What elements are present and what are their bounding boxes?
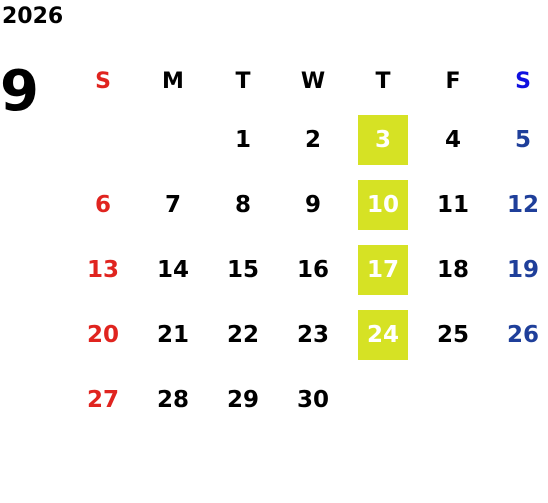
day-cell: [348, 367, 418, 432]
day-number: 17: [366, 256, 399, 283]
day-cell: [68, 107, 138, 172]
day-number: 12: [506, 191, 539, 218]
day-number: 27: [86, 386, 119, 413]
day-cell[interactable]: 12: [488, 172, 548, 237]
day-cell[interactable]: 5: [488, 107, 548, 172]
weekday-header-sunday: S: [95, 68, 111, 94]
day-number: 10: [366, 191, 399, 218]
day-number: 28: [156, 386, 189, 413]
day-cell[interactable]: 10: [348, 172, 418, 237]
month-number: 9: [0, 59, 39, 124]
day-cell[interactable]: 26: [488, 302, 548, 367]
day-number: 20: [86, 321, 119, 348]
day-cell[interactable]: 7: [138, 172, 208, 237]
day-number: 7: [164, 191, 181, 218]
weekday-header-saturday: S: [515, 68, 531, 94]
day-cell: [488, 367, 548, 432]
day-cell[interactable]: 24: [348, 302, 418, 367]
day-cell[interactable]: 4: [418, 107, 488, 172]
day-number: 14: [156, 256, 189, 283]
day-cell[interactable]: 14: [138, 237, 208, 302]
day-cell[interactable]: 23: [278, 302, 348, 367]
day-number: 19: [506, 256, 539, 283]
day-number: 21: [156, 321, 189, 348]
day-cell[interactable]: 8: [208, 172, 278, 237]
day-cell[interactable]: 22: [208, 302, 278, 367]
weekday-header-monday: M: [162, 68, 184, 94]
day-cell[interactable]: 2: [278, 107, 348, 172]
day-cell[interactable]: 6: [68, 172, 138, 237]
day-cell[interactable]: 25: [418, 302, 488, 367]
day-number: 15: [226, 256, 259, 283]
day-number: 25: [436, 321, 469, 348]
day-number: 2: [304, 126, 321, 153]
day-number: 23: [296, 321, 329, 348]
day-number: 30: [296, 386, 329, 413]
day-number: 16: [296, 256, 329, 283]
day-number: 11: [436, 191, 469, 218]
day-number: 3: [374, 126, 391, 153]
weekday-header-tuesday: T: [235, 68, 251, 94]
day-number: 1: [234, 126, 251, 153]
day-cell[interactable]: 28: [138, 367, 208, 432]
day-number: 18: [436, 256, 469, 283]
day-cell[interactable]: 11: [418, 172, 488, 237]
day-number: 8: [234, 191, 251, 218]
day-cell[interactable]: 1: [208, 107, 278, 172]
day-number: 6: [94, 191, 111, 218]
calendar-grid: S M T W T F S 1 2 3 4 5 6 7 8 9 10 11 12…: [68, 55, 548, 432]
day-cell: [418, 367, 488, 432]
day-number: 22: [226, 321, 259, 348]
weekday-header-thursday: T: [375, 68, 391, 94]
day-cell[interactable]: 19: [488, 237, 548, 302]
day-cell[interactable]: 21: [138, 302, 208, 367]
day-cell[interactable]: 30: [278, 367, 348, 432]
day-number: 5: [514, 126, 531, 153]
day-cell[interactable]: 13: [68, 237, 138, 302]
day-cell[interactable]: 3: [348, 107, 418, 172]
day-cell[interactable]: 20: [68, 302, 138, 367]
day-cell[interactable]: 9: [278, 172, 348, 237]
day-number: 4: [444, 126, 461, 153]
year-label: 2026: [2, 4, 64, 29]
day-number: 24: [366, 321, 399, 348]
day-cell[interactable]: 16: [278, 237, 348, 302]
day-cell[interactable]: 27: [68, 367, 138, 432]
day-cell[interactable]: 29: [208, 367, 278, 432]
weekday-header-wednesday: W: [300, 68, 326, 94]
day-cell[interactable]: 17: [348, 237, 418, 302]
day-number: 9: [304, 191, 321, 218]
day-number: 13: [86, 256, 119, 283]
day-cell: [138, 107, 208, 172]
day-cell[interactable]: 15: [208, 237, 278, 302]
weekday-header-friday: F: [445, 68, 461, 94]
day-cell[interactable]: 18: [418, 237, 488, 302]
day-number: 29: [226, 386, 259, 413]
day-number: 26: [506, 321, 539, 348]
